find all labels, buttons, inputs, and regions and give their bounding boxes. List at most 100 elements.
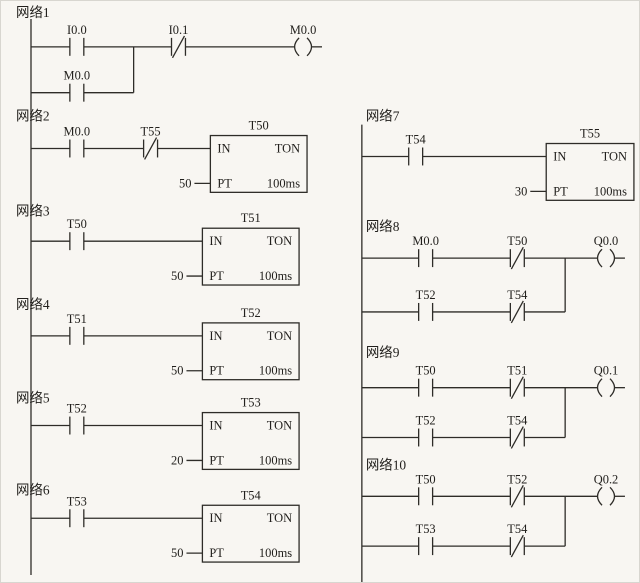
nc-slash (144, 137, 158, 160)
network-label: 网络2 (16, 109, 50, 124)
nc-slash (510, 300, 524, 324)
timer-name: T53 (241, 396, 261, 410)
contact-t55-nc: T55 (141, 125, 161, 160)
coil-label: Q0.2 (594, 472, 619, 486)
contact-i0.0-no: I0.0 (67, 23, 87, 56)
nc-slash (510, 376, 524, 399)
timer-pt-pin-label: PT (209, 364, 224, 378)
nc-slash (510, 534, 524, 558)
timer-pt-pin-label: PT (209, 546, 224, 560)
contact-m0.0-no: M0.0 (412, 234, 439, 268)
contact-label: T51 (67, 312, 87, 326)
contact-label: T52 (507, 472, 527, 486)
timer-time-base: 100ms (259, 453, 292, 467)
network-label: 网络3 (16, 203, 50, 218)
coil-label: Q0.1 (594, 364, 619, 378)
timer-pt-pin-label: PT (209, 453, 224, 467)
network-label: 网络5 (16, 391, 50, 406)
contact-t52-no: T52 (416, 288, 436, 321)
timer-time-base: 100ms (259, 269, 292, 283)
contact-label: T54 (406, 133, 427, 147)
coil-label: Q0.0 (594, 234, 619, 248)
coil-arc-left (596, 486, 603, 506)
timer-box (201, 504, 300, 563)
timer-pt-pin-label: PT (553, 184, 568, 198)
coil-m0.0: M0.0 (290, 23, 317, 57)
contact-label: M0.0 (64, 69, 91, 83)
contact-m0.0-no: M0.0 (64, 69, 91, 102)
timer-function-label: TON (267, 329, 292, 343)
nc-slash (510, 426, 524, 449)
contact-label: I0.0 (67, 23, 87, 37)
contact-label: T55 (141, 125, 161, 139)
timer-name: T50 (249, 119, 269, 133)
coil-arc-left (596, 378, 603, 398)
timer-box (201, 227, 300, 286)
timer-function-label: TON (275, 141, 300, 155)
timer-preset-value: 50 (171, 269, 183, 283)
contact-t50-nc: T50 (507, 234, 527, 270)
network-label: 网络8 (366, 219, 400, 234)
timer-name: T54 (241, 488, 262, 502)
contact-t54-nc: T54 (507, 414, 528, 449)
contact-label: M0.0 (64, 125, 91, 139)
timer-preset-value: 20 (171, 453, 183, 467)
coil-label: M0.0 (290, 23, 317, 37)
contact-label: T51 (507, 364, 527, 378)
timer-function-label: TON (267, 419, 292, 433)
network-label: 网络6 (16, 482, 50, 497)
timer-pt-pin-label: PT (209, 269, 224, 283)
contact-label: T52 (67, 402, 87, 416)
timer-name: T52 (241, 306, 261, 320)
contact-t52-no: T52 (67, 402, 87, 435)
timer-box (209, 134, 308, 193)
coil-q0.2: Q0.2 (594, 472, 619, 506)
network-label: 网络4 (16, 297, 50, 312)
timer-preset-value: 50 (179, 176, 191, 190)
contact-label: T52 (416, 288, 436, 302)
contact-label: T53 (67, 494, 87, 508)
contact-label: T53 (416, 522, 436, 536)
timer-function-label: TON (267, 511, 292, 525)
timer-preset-value: 30 (515, 184, 527, 198)
contact-t50-no: T50 (416, 364, 436, 397)
network-label: 网络10 (366, 457, 407, 472)
timer-time-base: 100ms (267, 176, 300, 190)
coil-arc-right (609, 248, 616, 268)
network-label: 网络7 (366, 109, 400, 124)
contact-label: T50 (416, 364, 436, 378)
coil-arc-right (609, 378, 616, 398)
timer-in-pin-label: IN (209, 511, 222, 525)
contact-label: I0.1 (169, 23, 189, 37)
coil-arc-left (596, 248, 603, 268)
timer-preset-value: 50 (171, 546, 183, 560)
timer-box (201, 411, 300, 471)
timer-time-base: 100ms (259, 364, 292, 378)
timer-name: T55 (580, 127, 600, 141)
contact-t52-no: T52 (416, 414, 436, 447)
timer-in-pin-label: IN (217, 141, 230, 155)
contact-t50-no: T50 (67, 217, 87, 251)
nc-slash (510, 246, 524, 270)
contact-label: T50 (67, 217, 87, 231)
network-label: 网络1 (16, 5, 50, 20)
timer-function-label: TON (602, 149, 627, 163)
contact-t51-no: T51 (67, 312, 87, 345)
contact-t50-no: T50 (416, 472, 436, 506)
contact-label: M0.0 (412, 234, 439, 248)
contact-t52-nc: T52 (507, 472, 527, 508)
network-label: 网络9 (366, 345, 400, 360)
contact-t54-no: T54 (406, 133, 427, 166)
timer-time-base: 100ms (594, 184, 627, 198)
